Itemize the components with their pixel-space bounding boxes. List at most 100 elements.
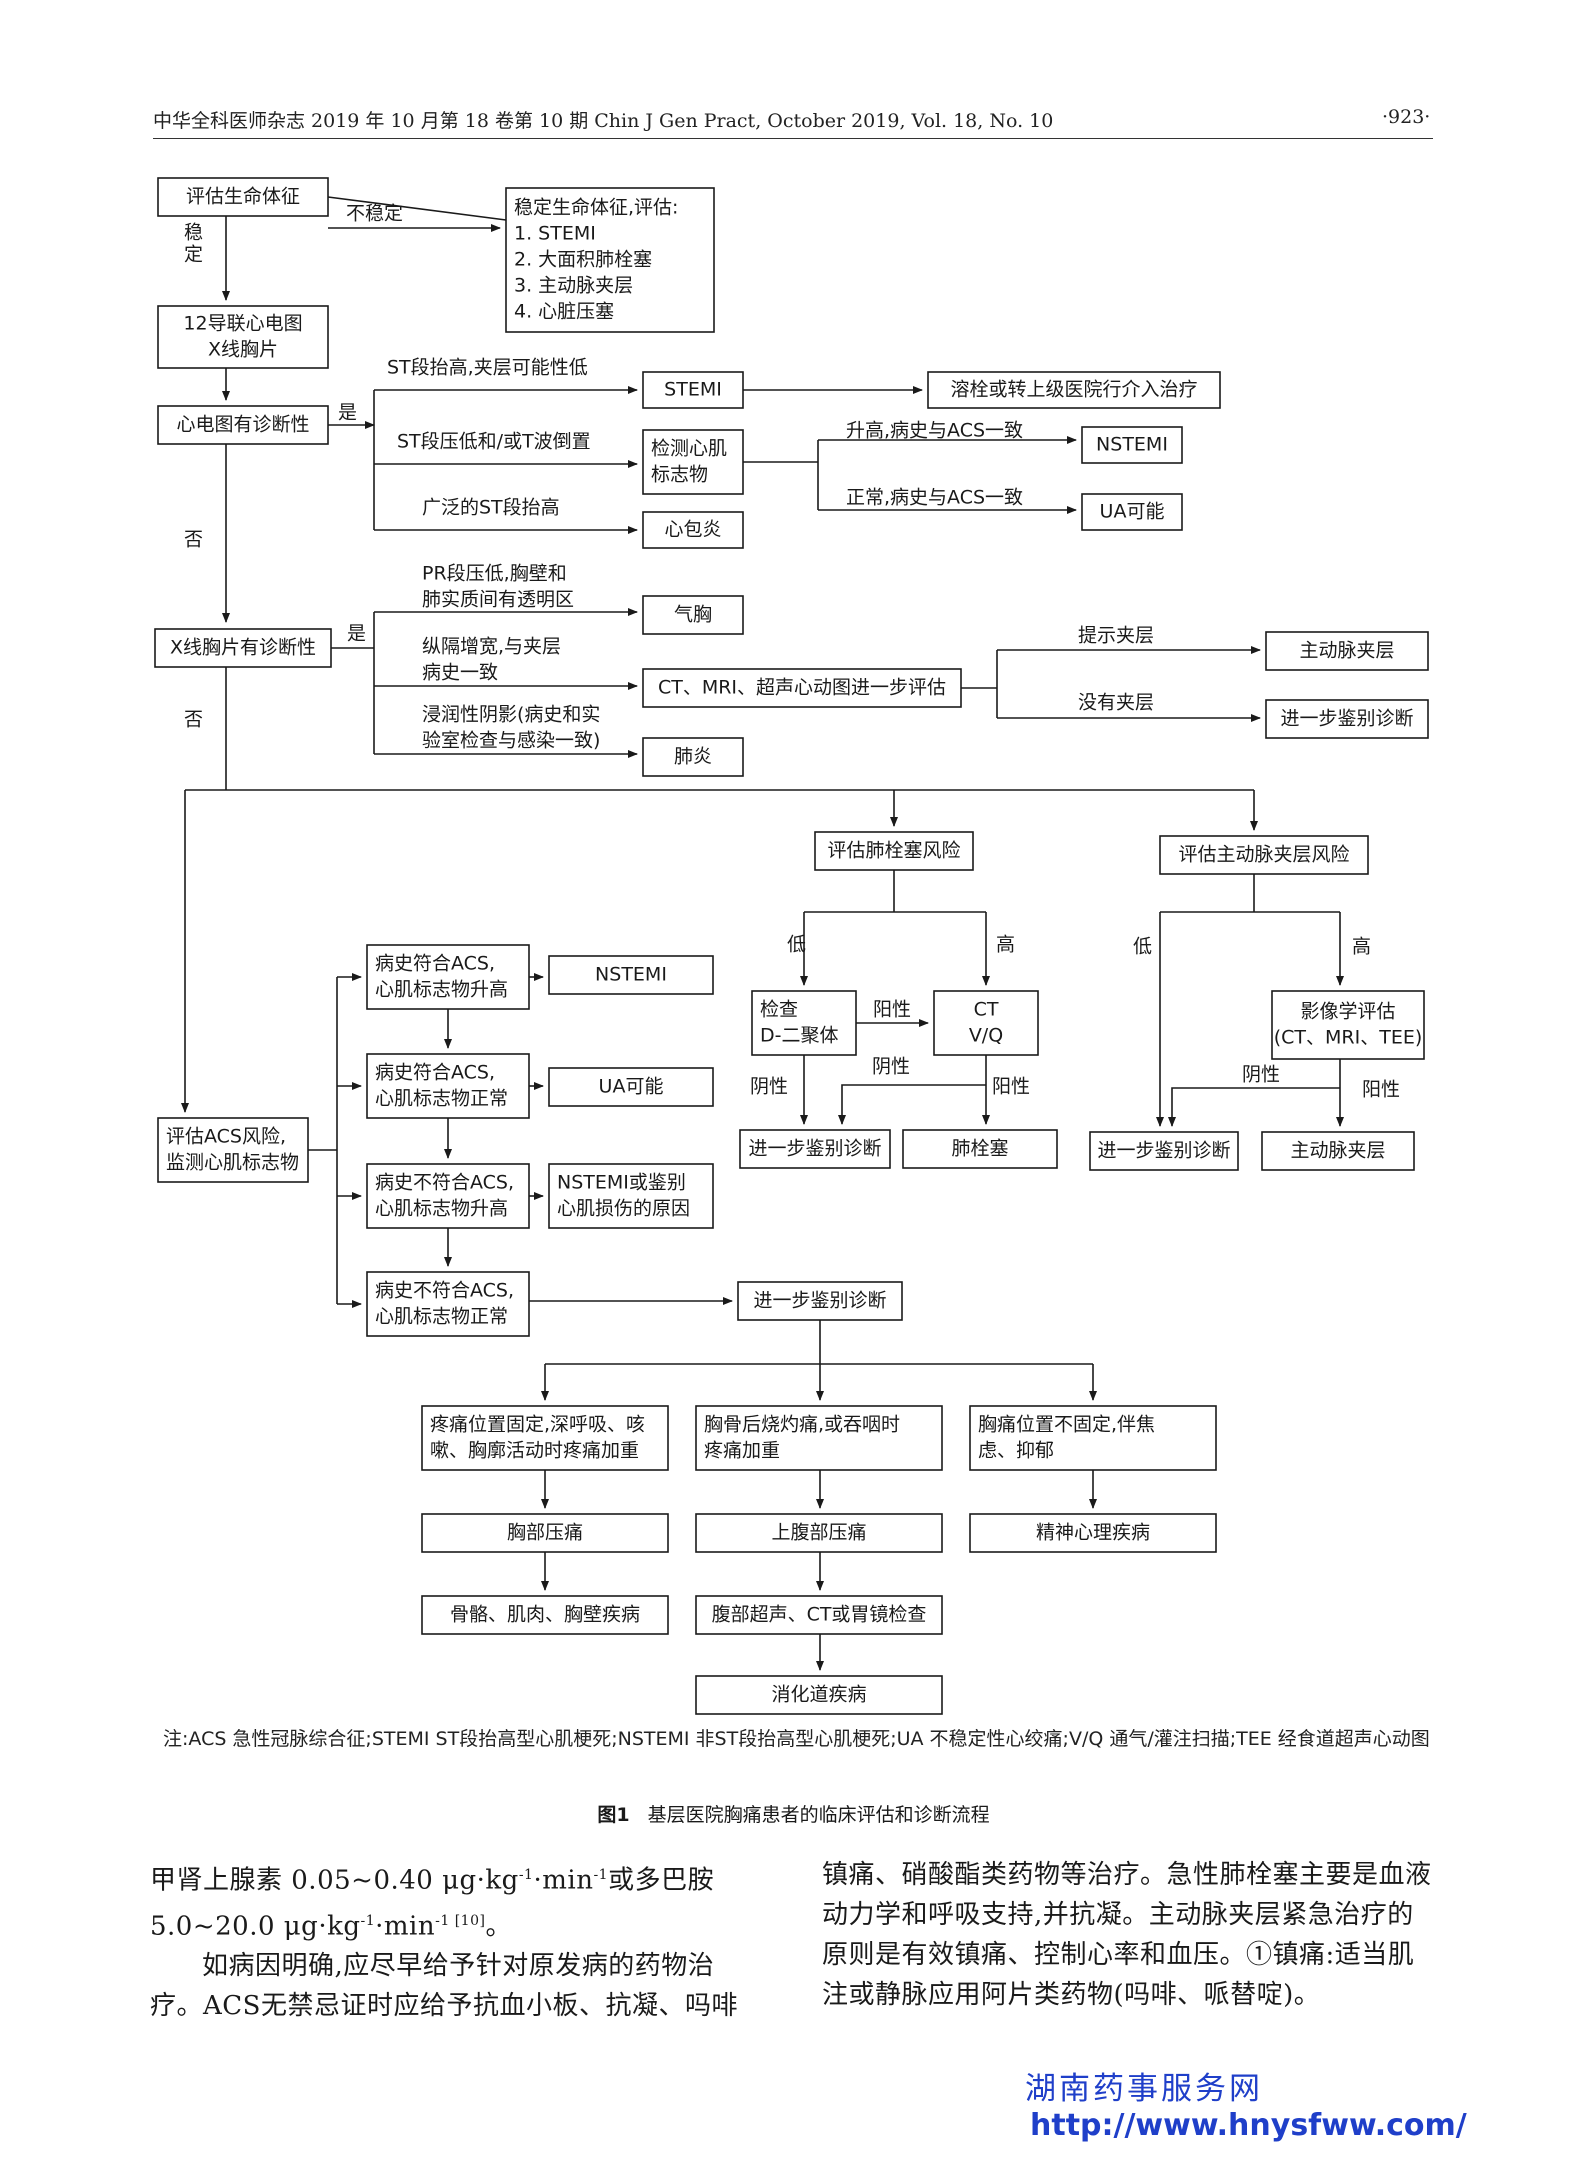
st-elevation-label: ST段抬高,夹层可能性低 bbox=[387, 357, 588, 379]
further-dx-box-2 bbox=[739, 1129, 891, 1169]
acs-c1-box-text: 心肌标志物升高 bbox=[375, 979, 508, 1001]
acs-eval-box bbox=[157, 1117, 309, 1183]
acs-r3-box bbox=[548, 1163, 714, 1229]
epi-tender-box-text: 上腹部压痛 bbox=[771, 1522, 866, 1544]
negative-label-2: 阴性 bbox=[750, 1076, 788, 1098]
ua-box bbox=[1081, 493, 1183, 531]
pr-label: PR段压低,胸壁和 bbox=[422, 563, 567, 585]
stemi-box bbox=[642, 371, 744, 409]
ecg-xray-box bbox=[157, 305, 329, 369]
stabilize-box-text: 1. STEMI bbox=[514, 223, 596, 245]
ddimer-box-text: D-二聚体 bbox=[760, 1025, 839, 1047]
ctvq-box-text: CT bbox=[974, 999, 999, 1021]
further-dx-box-2-text: 进一步鉴别诊断 bbox=[748, 1138, 881, 1160]
msk-box bbox=[421, 1595, 669, 1635]
marker-test-box-text: 检测心肌 bbox=[651, 438, 727, 460]
ct-mri-eval-box bbox=[642, 668, 962, 708]
acs-r3-box-text: 心肌损伤的原因 bbox=[557, 1198, 690, 1220]
aortic-dissection-box-2 bbox=[1261, 1131, 1415, 1171]
ct-mri-eval-box-text: CT、MRI、超声心动图进一步评估 bbox=[658, 677, 946, 699]
positive-label-3: 阳性 bbox=[1362, 1079, 1400, 1101]
further-dx-box-4-text: 进一步鉴别诊断 bbox=[753, 1290, 886, 1312]
header-rule bbox=[153, 138, 1433, 139]
aortic-dissection-box-text: 主动脉夹层 bbox=[1299, 640, 1394, 662]
epi-tender-box bbox=[695, 1513, 943, 1553]
acs-c4-box-text: 心肌标志物正常 bbox=[375, 1306, 508, 1328]
wide-st-label: 广泛的ST段抬高 bbox=[422, 497, 560, 519]
chest-tender-box-text: 胸部压痛 bbox=[507, 1522, 583, 1544]
stabilize-box bbox=[505, 187, 715, 333]
nstemi-box-2 bbox=[548, 955, 714, 995]
gi-box bbox=[695, 1675, 943, 1715]
infiltrate-label: 验室检查与感染一致) bbox=[422, 730, 600, 752]
nstemi-box-2-text: NSTEMI bbox=[595, 964, 667, 986]
pneumonia-box bbox=[642, 737, 744, 777]
vital-signs-box-text: 评估生命体征 bbox=[186, 186, 300, 208]
pericarditis-box bbox=[642, 511, 744, 549]
ddimer-box bbox=[751, 990, 857, 1056]
ad-risk-box-text: 评估主动脉夹层风险 bbox=[1178, 844, 1349, 866]
marker-up-label: 升高,病史与ACS一致 bbox=[846, 420, 1023, 442]
acs-c3-box-text: 心肌标志物升高 bbox=[375, 1198, 508, 1220]
figure-number: 图1 bbox=[597, 1804, 630, 1826]
yes-label-2: 是 bbox=[347, 623, 366, 645]
marker-normal-label: 正常,病史与ACS一致 bbox=[846, 487, 1023, 509]
mediastinum-label: 病史一致 bbox=[422, 662, 498, 684]
psych-box-text: 精神心理疾病 bbox=[1036, 1522, 1150, 1544]
hint-dissection-label: 提示夹层 bbox=[1078, 625, 1154, 647]
watermark-name[interactable]: 湖南药事服务网 bbox=[1025, 2071, 1263, 2107]
pe-low-label: 低 bbox=[787, 934, 806, 956]
no-label-1: 否 bbox=[184, 529, 203, 551]
connector bbox=[838, 1084, 986, 1125]
stemi-box-text: STEMI bbox=[664, 379, 722, 401]
branch2-box-text: 疼痛加重 bbox=[704, 1440, 780, 1462]
branch1-box-text: 疼痛位置固定,深呼吸、咳 bbox=[430, 1414, 645, 1436]
pe-risk-box-text: 评估肺栓塞风险 bbox=[827, 840, 960, 862]
watermark-url[interactable]: http://www.hnysfww.com/ bbox=[1030, 2108, 1467, 2143]
acs-c2-box bbox=[366, 1053, 530, 1119]
unstable-label: 不稳定 bbox=[346, 203, 403, 225]
aortic-dissection-box-2-text: 主动脉夹层 bbox=[1290, 1140, 1385, 1162]
stable-label: 稳 bbox=[184, 222, 203, 244]
acs-c2-box-text: 心肌标志物正常 bbox=[375, 1088, 508, 1110]
ecg-diagnostic-box-text: 心电图有诊断性 bbox=[176, 414, 309, 436]
branch3-box-text: 胸痛位置不固定,伴焦 bbox=[978, 1414, 1155, 1436]
further-dx-box-3-text: 进一步鉴别诊断 bbox=[1097, 1140, 1230, 1162]
vital-signs-box bbox=[157, 177, 329, 217]
acs-c3-box-text: 病史不符合ACS, bbox=[375, 1172, 514, 1194]
xray-diagnostic-box bbox=[154, 628, 332, 668]
imaging-box-text: (CT、MRI、TEE) bbox=[1274, 1027, 1423, 1049]
pe-risk-box bbox=[814, 831, 974, 871]
negative-label-3: 阴性 bbox=[1242, 1064, 1280, 1086]
acs-eval-box-text: 监测心肌标志物 bbox=[166, 1152, 299, 1174]
ecg-xray-box-text: 12导联心电图 bbox=[183, 313, 302, 335]
figure-note: 注:ACS 急性冠脉综合征;STEMI ST段抬高型心肌梗死;NSTEMI 非S… bbox=[163, 1728, 1430, 1750]
psych-box bbox=[969, 1513, 1217, 1553]
running-header: 中华全科医师杂志 2019 年 10 月第 18 卷第 10 期 Chin J … bbox=[153, 110, 1054, 132]
acs-c4-box bbox=[366, 1271, 530, 1337]
branch3-box-text: 虑、抑郁 bbox=[978, 1440, 1054, 1462]
body-left-line1: 甲肾上腺素 0.05~0.40 μg·kg-1·min-1或多巴胺 bbox=[150, 1865, 715, 1896]
stabilize-box-text: 4. 心脏压塞 bbox=[514, 301, 614, 323]
pneumothorax-box bbox=[642, 595, 744, 635]
abd-exam-box bbox=[695, 1595, 943, 1635]
acs-c1-box-text: 病史符合ACS, bbox=[375, 953, 495, 975]
ecg-diagnostic-box bbox=[157, 405, 329, 445]
acs-c4-box-text: 病史不符合ACS, bbox=[375, 1280, 514, 1302]
acs-eval-box-text: 评估ACS风险, bbox=[166, 1126, 286, 1148]
connector bbox=[327, 196, 507, 221]
marker-test-box bbox=[642, 429, 744, 495]
acs-r3-box-text: NSTEMI或鉴别 bbox=[557, 1172, 686, 1194]
branch2-box bbox=[695, 1405, 943, 1471]
infiltrate-label: 浸润性阴影(病史和实 bbox=[422, 704, 600, 726]
negative-label-1: 阴性 bbox=[872, 1056, 910, 1078]
chest-pain-flowchart: 评估生命体征稳定生命体征,评估:1. STEMI2. 大面积肺栓塞3. 主动脉夹… bbox=[154, 177, 1429, 1715]
pneumothorax-box-text: 气胸 bbox=[674, 604, 712, 626]
branch1-box-text: 嗽、胸廓活动时疼痛加重 bbox=[430, 1440, 639, 1462]
ua-box-text: UA可能 bbox=[1100, 501, 1165, 523]
pr-label: 肺实质间有透明区 bbox=[422, 589, 574, 611]
gi-box-text: 消化道疾病 bbox=[771, 1684, 866, 1706]
further-dx-box-1 bbox=[1265, 699, 1429, 739]
acs-c1-box bbox=[366, 944, 530, 1010]
